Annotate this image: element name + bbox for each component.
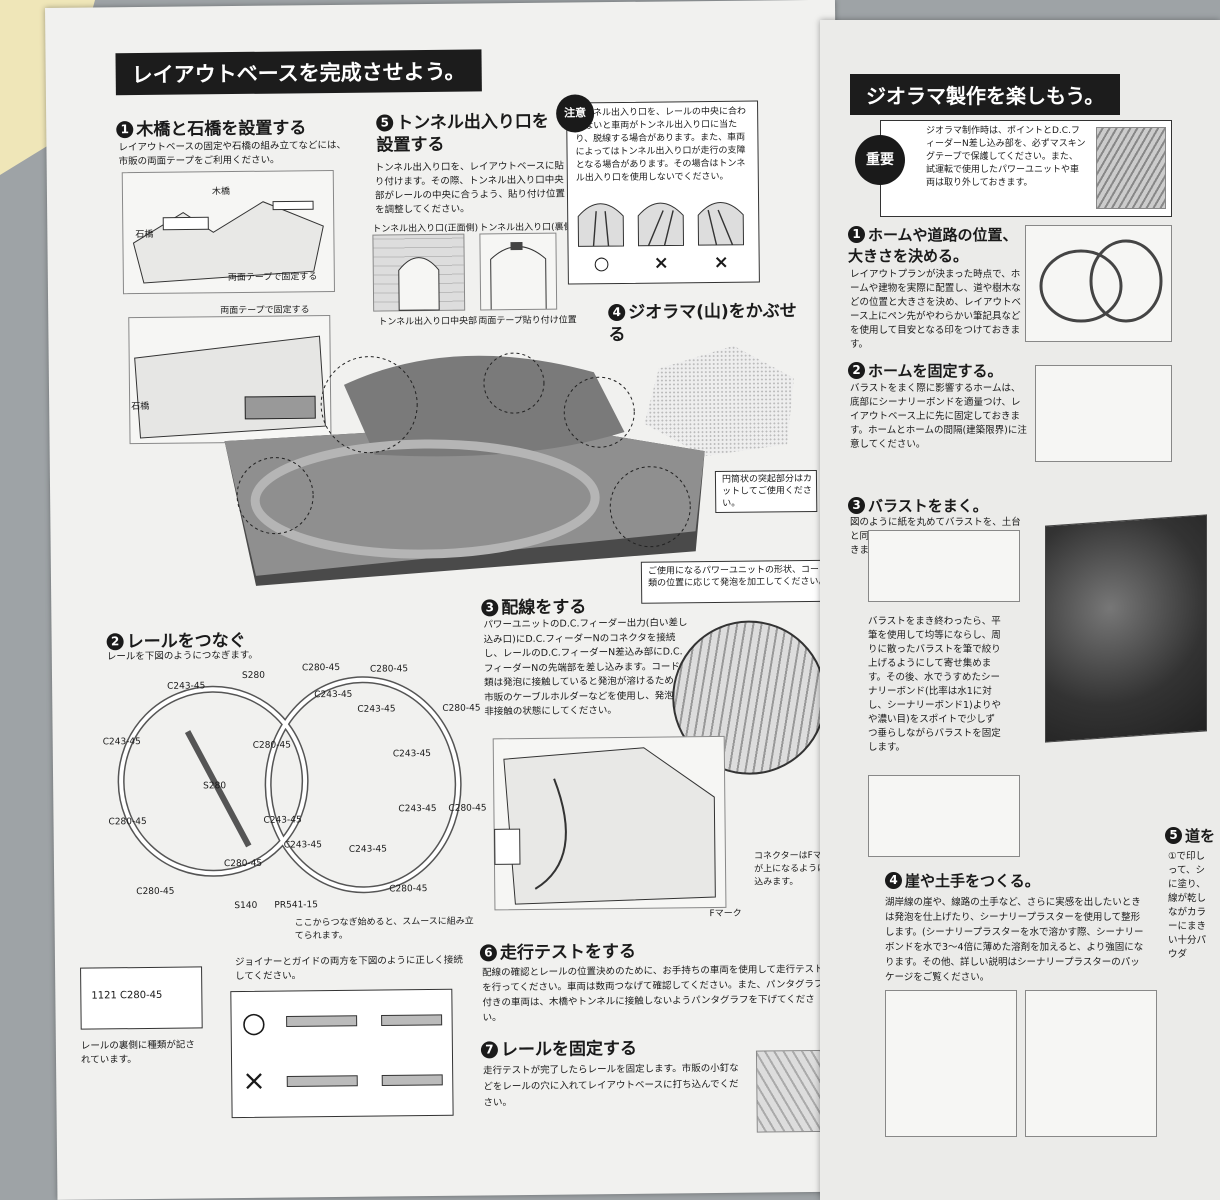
rail-back-plate-text: 1121 C280-45: [91, 989, 163, 1002]
right-page: ジオラマ製作を楽しもう。 ジオラマ制作時は、ポイントとD.C.フィーダーN差し込…: [820, 20, 1220, 1200]
rail-label: C280-45: [442, 703, 481, 714]
power-unit-note: ご使用になるパワーユニットの形状、コード類の位置に応じて発泡を加工してください。: [647, 564, 828, 589]
rail-label: C280-45: [223, 858, 263, 870]
rail-label: C243-45: [314, 689, 353, 701]
rail-label: C280-45: [252, 740, 291, 751]
rail-label: C243-45: [398, 803, 437, 815]
left-banner: レイアウトベースを完成させよう。: [115, 49, 482, 96]
caution-ok-mark: ○: [593, 253, 610, 275]
rail-label: C243-45: [348, 844, 388, 855]
rail-back-note: レールの裏側に種類が記されています。: [80, 1039, 195, 1066]
right-section-2-text: バラストをまく際に影響するホームは、底部にシーナリーボンドを適量つけ、レイアウト…: [850, 383, 1027, 450]
caution-text: トンネル出入り口を、レールの中央に合わせないと車両がトンネル出入り口に当たり、脱…: [575, 106, 747, 184]
power-unit-note-box: ご使用になるパワーユニットの形状、コード類の位置に応じて発泡を加工してください。: [640, 559, 834, 604]
rail-label: C280-45: [301, 662, 341, 674]
finished-diorama-photo: [1045, 514, 1207, 743]
caution-badge: 注意: [555, 94, 595, 133]
ballast-paper-illustration: [868, 530, 1020, 602]
tunnel-back-illustration: [479, 232, 558, 311]
label-stone-bridge-2: 石橋: [131, 401, 150, 413]
rail-label: C243-45: [283, 840, 323, 851]
right-section-1-text: レイアウトプランが決まった時点で、ホームや建物を実際に配置し、道や樹木などの位置…: [850, 269, 1022, 350]
section-1-text: レイアウトベースの固定や石橋の組み立てなどには、市販の両面テープをご利用ください…: [118, 139, 347, 168]
important-text: ジオラマ制作時は、ポイントとD.C.フィーダーN差し込み部を、必ずマスキングテー…: [926, 126, 1086, 188]
section-5-text: トンネル出入り口を、レイアウトベースに貼り付けます。その際、トンネル出入り口中央…: [374, 160, 566, 216]
ballast-glue-illustration: [868, 775, 1020, 857]
tunnel-front-illustration: [372, 233, 466, 312]
rail-label: C280-45: [448, 803, 487, 814]
section-7-text: 走行テストが完了したらレールを固定します。市販の小釘などをレールの穴に入れてレイ…: [483, 1062, 739, 1109]
right-section-4-text: 湖岸線の崖や、線路の土手など、さらに実感を出したいときは発泡を仕上げたり、シーナ…: [885, 897, 1144, 983]
caution-ng-mark-2: ×: [713, 251, 729, 274]
rail-label: C280-45: [108, 816, 147, 828]
platform-illustration: [1035, 365, 1172, 462]
start-note: ここからつなぎ始めると、スムースに組み立てられます。: [294, 916, 474, 942]
rail-label: C280-45: [389, 884, 428, 895]
caution-box: トンネル出入り口を、レールの中央に合わせないと車両がトンネル出入り口に当たり、脱…: [566, 100, 760, 285]
label-wood-bridge: 木橋: [211, 187, 231, 198]
right-section-3-text-2: バラストをまき終わったら、平筆を使用して均等にならし、周りに散ったバラストを筆で…: [868, 616, 1002, 753]
section-3-text: パワーユニットのD.C.フィーダー出力(白い差し込み口)にD.C.フィーダーNの…: [483, 617, 688, 718]
cliff-illustration-2: [1025, 990, 1157, 1137]
rail-label: PR541-15: [274, 900, 319, 911]
label-tape: 両面テープで固定する: [227, 272, 318, 284]
cliff-illustration-1: [885, 990, 1017, 1137]
cut-note-text: 円筒状の突起部分はカットしてご使用ください。: [721, 473, 813, 509]
masking-illustration: [1096, 127, 1166, 209]
right-banner: ジオラマ製作を楽しもう。: [850, 74, 1121, 115]
track-plan-diagram: [117, 676, 462, 894]
bridge-illustration: [121, 169, 335, 295]
rail-label: C280-45: [136, 886, 175, 898]
stone-bridge-illustration: [128, 315, 332, 445]
rail-label: C243-45: [392, 748, 432, 760]
label-stone-bridge: 石橋: [135, 229, 154, 241]
cut-note-box: 円筒状の突起部分はカットしてご使用ください。: [714, 469, 818, 514]
important-badge: 重要: [855, 135, 905, 185]
rail-label: S140: [234, 900, 258, 912]
rail-label: C243-45: [102, 737, 141, 748]
rail-label: S280: [203, 781, 227, 792]
rail-label: S280: [241, 670, 265, 681]
joiner-note: ジョイナーとガイドの両方を下図のように正しく接続してください。: [234, 954, 463, 983]
layout-plan-illustration: [1025, 225, 1172, 342]
rail-back-plate: 1121 C280-45: [80, 966, 203, 1030]
caution-ng-mark-1: ×: [653, 252, 669, 274]
joiner-diagram: ○ ×: [230, 988, 454, 1119]
label-tunnel-back: トンネル出入り口(裏側): [479, 222, 577, 234]
section-6-text: 配線の確認とレールの位置決めのために、お手持ちの車両を使用して走行テストを行って…: [482, 963, 824, 1024]
wiring-illustration: [492, 735, 727, 911]
rail-label: C243-45: [167, 681, 206, 692]
label-tunnel-front: トンネル出入り口(正面側): [372, 223, 479, 235]
right-section-5-text: ①で印しって、シに塗り、線が乾しながカラーにまきい十分パウダ: [1168, 851, 1207, 960]
rail-label: C243-45: [357, 704, 396, 715]
f-mark-label: Fマーク: [709, 908, 742, 920]
rail-label: C280-45: [369, 664, 409, 675]
important-box: ジオラマ制作時は、ポイントとD.C.フィーダーN差し込み部を、必ずマスキングテー…: [880, 120, 1172, 217]
label-tape-position: 両面テープ貼り付け位置: [478, 315, 577, 327]
layout-base-illustration: [224, 352, 705, 586]
label-tunnel-center: トンネル出入り口中央部: [378, 316, 478, 328]
rail-label: C243-45: [263, 815, 302, 826]
label-tape-2: 両面テープで固定する: [220, 305, 310, 317]
